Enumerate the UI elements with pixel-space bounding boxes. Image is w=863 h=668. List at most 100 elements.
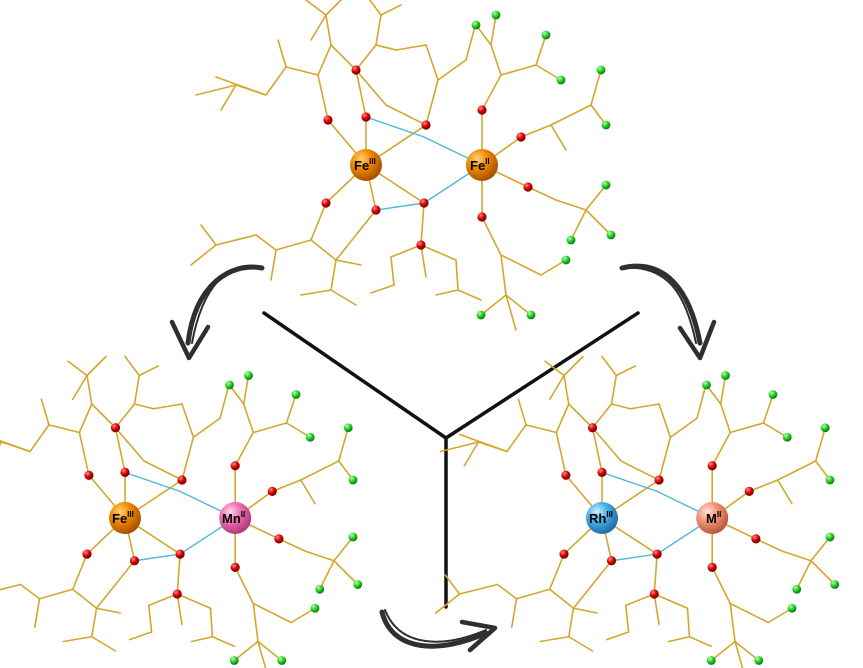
ligand-bond xyxy=(300,289,332,296)
ligand-bond xyxy=(510,597,518,629)
fluorine-atom xyxy=(702,380,711,390)
fluorine-atom xyxy=(291,390,301,399)
curved-arrow-icon xyxy=(619,263,717,361)
ligand-bond xyxy=(795,559,812,591)
ligand-bond xyxy=(506,424,527,453)
fluorine-atom xyxy=(476,310,486,320)
ligand-bond xyxy=(190,635,214,643)
ligand-bond xyxy=(585,184,607,211)
ligand-bond xyxy=(567,403,594,429)
ligand-bond xyxy=(748,479,779,493)
ligand-bond xyxy=(114,426,126,474)
ligand-bond xyxy=(220,84,237,111)
ligand-bond xyxy=(525,424,558,434)
metal-label-mn2-left: MnII xyxy=(222,510,245,526)
oxygen-atom xyxy=(477,212,487,222)
ligand-bond xyxy=(375,14,382,46)
ligand-bond xyxy=(385,104,427,126)
ligand-bond xyxy=(515,588,551,600)
ligand-bond xyxy=(620,460,660,481)
ligand-bond xyxy=(257,640,267,668)
ligand-bond xyxy=(563,374,570,405)
ligand-bond xyxy=(181,403,195,439)
ligand-bond xyxy=(420,244,457,261)
ligand-bond xyxy=(395,44,427,51)
ligand-bond xyxy=(325,0,343,16)
ligand-bond xyxy=(500,254,542,276)
ligand-bond xyxy=(481,216,502,256)
ligand-bond xyxy=(124,355,141,377)
ligand-bond xyxy=(330,44,357,71)
ligand-bond xyxy=(457,289,482,301)
ligand-bond xyxy=(190,244,217,266)
ligand-bond xyxy=(463,441,480,467)
ligand-bond xyxy=(669,417,698,439)
ligand-bond xyxy=(337,426,350,462)
ligand-bond xyxy=(335,209,377,261)
ligand-bond xyxy=(601,355,618,377)
ligand-bond xyxy=(215,76,267,96)
oxygen-atom xyxy=(267,486,277,496)
oxygen-atom xyxy=(516,132,526,142)
bridging-interaction xyxy=(375,202,425,211)
oxygen-atom xyxy=(274,534,284,544)
ligand-bond xyxy=(540,259,567,276)
ligand-bond xyxy=(719,403,732,434)
ligand-bond xyxy=(810,536,831,562)
fluorine-atom xyxy=(353,580,363,589)
ligand-bond xyxy=(78,431,90,477)
ligand-bond xyxy=(219,388,229,420)
oxygen-atom xyxy=(744,486,754,496)
ligand-bond xyxy=(696,388,706,420)
ligand-bond xyxy=(711,431,732,467)
fluorine-atom xyxy=(526,310,536,320)
ligand-bond xyxy=(710,640,736,662)
ligand-bond xyxy=(299,460,340,481)
ligand-bond xyxy=(686,607,691,638)
ligand-bond xyxy=(176,553,181,595)
ligand-bond xyxy=(711,566,732,605)
ligand-bond xyxy=(814,426,827,462)
fluorine-atom xyxy=(721,371,730,380)
fluorine-atom xyxy=(310,603,320,613)
ligand-bond xyxy=(310,202,327,241)
ligand-bond xyxy=(305,0,327,16)
oxygen-atom xyxy=(587,423,598,433)
ligand-bond xyxy=(310,14,327,41)
ligand-bond xyxy=(215,234,257,246)
ligand-bond xyxy=(548,374,565,401)
fluorine-atom xyxy=(792,584,802,594)
oxygen-atom xyxy=(707,562,717,573)
ligand-bond xyxy=(90,607,98,638)
bridging-interaction xyxy=(610,553,658,562)
oxygen-atom xyxy=(84,470,94,480)
ligand-bond xyxy=(505,294,532,316)
ligand-bond xyxy=(555,199,587,211)
ligand-bond xyxy=(390,256,395,286)
ligand-bond xyxy=(550,104,592,126)
fluorine-atom xyxy=(277,656,287,665)
ligand-bond xyxy=(455,259,459,291)
ligand-bond xyxy=(591,426,603,474)
fluorine-atom xyxy=(606,230,616,240)
ligand-bond xyxy=(527,186,557,201)
ligand-bond xyxy=(355,69,387,106)
ligand-bond xyxy=(517,398,527,426)
ligand-bond xyxy=(192,417,221,439)
ligand-bond xyxy=(290,607,316,624)
oxygen-atom xyxy=(361,112,371,122)
ligand-bond xyxy=(234,566,255,605)
metal-atom-left xyxy=(109,502,141,534)
ligand-bond xyxy=(325,14,332,46)
ligand-bond xyxy=(590,69,602,106)
ligand-bond xyxy=(211,635,236,648)
fluorine-atom xyxy=(541,30,551,40)
oxygen-atom xyxy=(371,205,381,215)
ligand-bond xyxy=(567,635,594,652)
ligand-bond xyxy=(667,635,691,643)
fluorine-atom xyxy=(830,580,840,589)
oxygen-atom xyxy=(129,556,140,566)
fluorine-atom xyxy=(561,255,571,265)
ligand-bond xyxy=(729,422,765,434)
ligand-bond xyxy=(265,66,287,96)
